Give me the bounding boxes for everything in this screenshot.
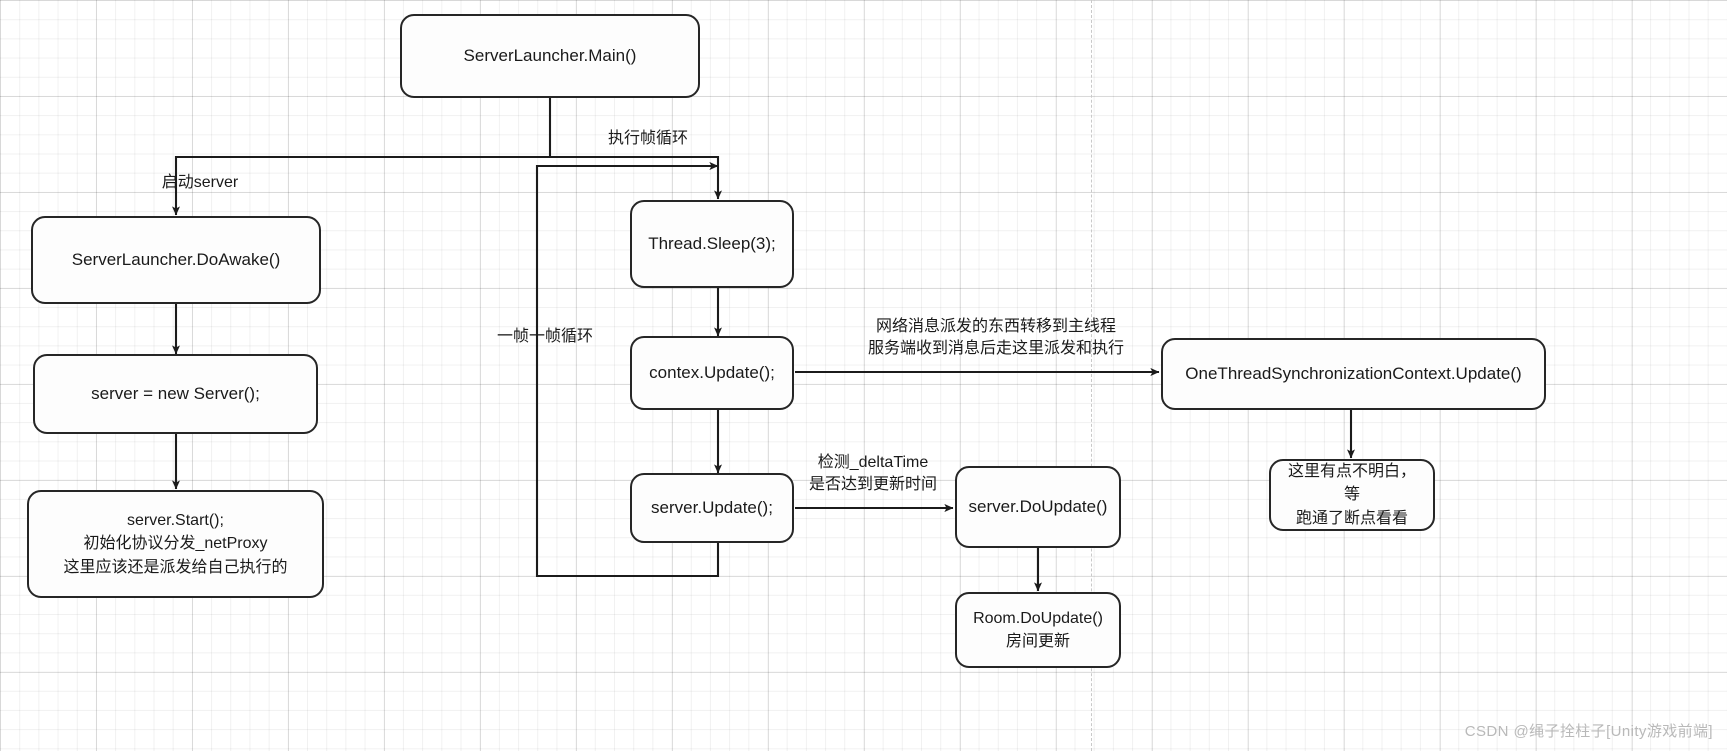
edge-label-net-dispatch: 网络消息派发的东西转移到主线程 服务端收到消息后走这里派发和执行 [867,318,1124,357]
node-room-doupdate[interactable]: Room.DoUpdate() 房间更新 [955,592,1121,668]
node-contex-update[interactable]: contex.Update(); [630,336,794,410]
edge-label-frame-loop: 执行帧循环 [607,130,688,147]
node-onethread-sync-context-update[interactable]: OneThreadSynchronizationContext.Update() [1161,338,1546,410]
csdn-watermark: CSDN @绳子拴柱子[Unity游戏前端] [1464,723,1713,740]
node-server-doupdate[interactable]: server.DoUpdate() [955,466,1121,548]
node-thread-sleep[interactable]: Thread.Sleep(3); [630,200,794,288]
dashed-guide-line [1091,0,1092,751]
node-server-launcher-main[interactable]: ServerLauncher.Main() [400,14,700,98]
node-server-start[interactable]: server.Start(); 初始化协议分发_netProxy 这里应该还是派… [27,490,324,598]
node-server-launcher-doawake[interactable]: ServerLauncher.DoAwake() [31,216,321,304]
node-new-server[interactable]: server = new Server(); [33,354,318,434]
node-server-update[interactable]: server.Update(); [630,473,794,543]
node-note-unclear[interactable]: 这里有点不明白，等 跑通了断点看看 [1269,459,1435,531]
edge-label-delta-time-check: 检测_deltaTime 是否达到更新时间 [808,454,937,493]
edge-label-start-server: 启动server [161,174,239,191]
edge-label-per-frame-loop: 一帧一帧循环 [496,328,593,345]
